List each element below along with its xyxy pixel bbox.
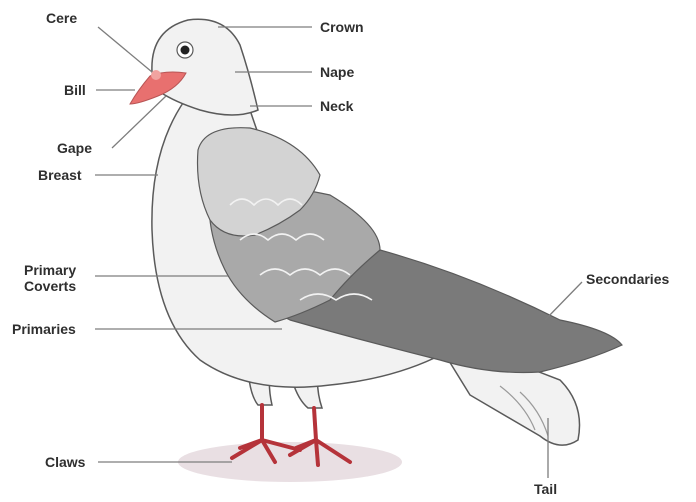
gape-leader xyxy=(112,96,166,148)
label-primary-coverts-line2: Coverts xyxy=(24,278,76,294)
label-neck: Neck xyxy=(320,98,353,114)
label-tail: Tail xyxy=(534,481,557,497)
cere-bump xyxy=(151,70,161,80)
bird-head xyxy=(152,19,258,115)
label-primary-coverts: Primary Coverts xyxy=(24,262,76,294)
label-breast: Breast xyxy=(38,167,82,183)
label-nape: Nape xyxy=(320,64,354,80)
label-claws: Claws xyxy=(45,454,85,470)
label-primary-coverts-line1: Primary xyxy=(24,262,76,278)
label-gape: Gape xyxy=(57,140,92,156)
label-bill: Bill xyxy=(64,82,86,98)
pupil xyxy=(181,46,190,55)
label-primaries: Primaries xyxy=(12,321,76,337)
cere-leader xyxy=(98,27,152,72)
label-secondaries: Secondaries xyxy=(586,271,669,287)
label-crown: Crown xyxy=(320,19,364,35)
secondaries-leader xyxy=(545,282,582,320)
label-cere: Cere xyxy=(46,10,77,26)
